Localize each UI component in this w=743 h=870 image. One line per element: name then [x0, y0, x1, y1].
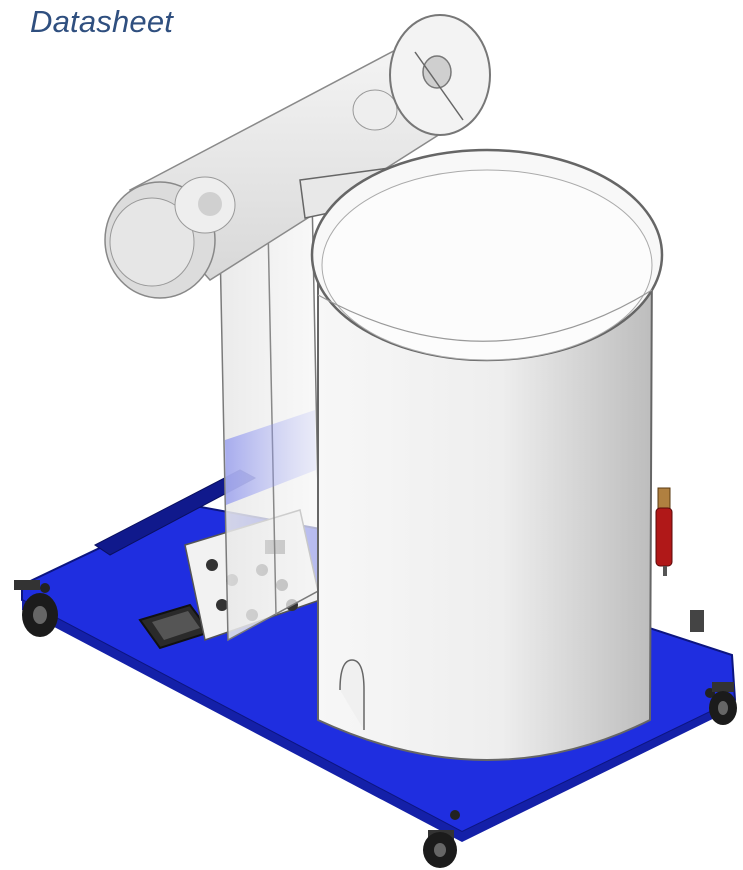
caster-wheel-icon: [709, 682, 737, 725]
valve-icon: [655, 487, 673, 576]
caster-wheel-icon: [690, 610, 704, 632]
tank: [310, 148, 664, 761]
riser-column: [219, 193, 321, 642]
caster-wheel-icon: [423, 830, 457, 868]
horizontal-pipe: [104, 14, 491, 299]
caster-wheel-icon: [14, 580, 58, 637]
page-title: Datasheet: [30, 4, 174, 39]
